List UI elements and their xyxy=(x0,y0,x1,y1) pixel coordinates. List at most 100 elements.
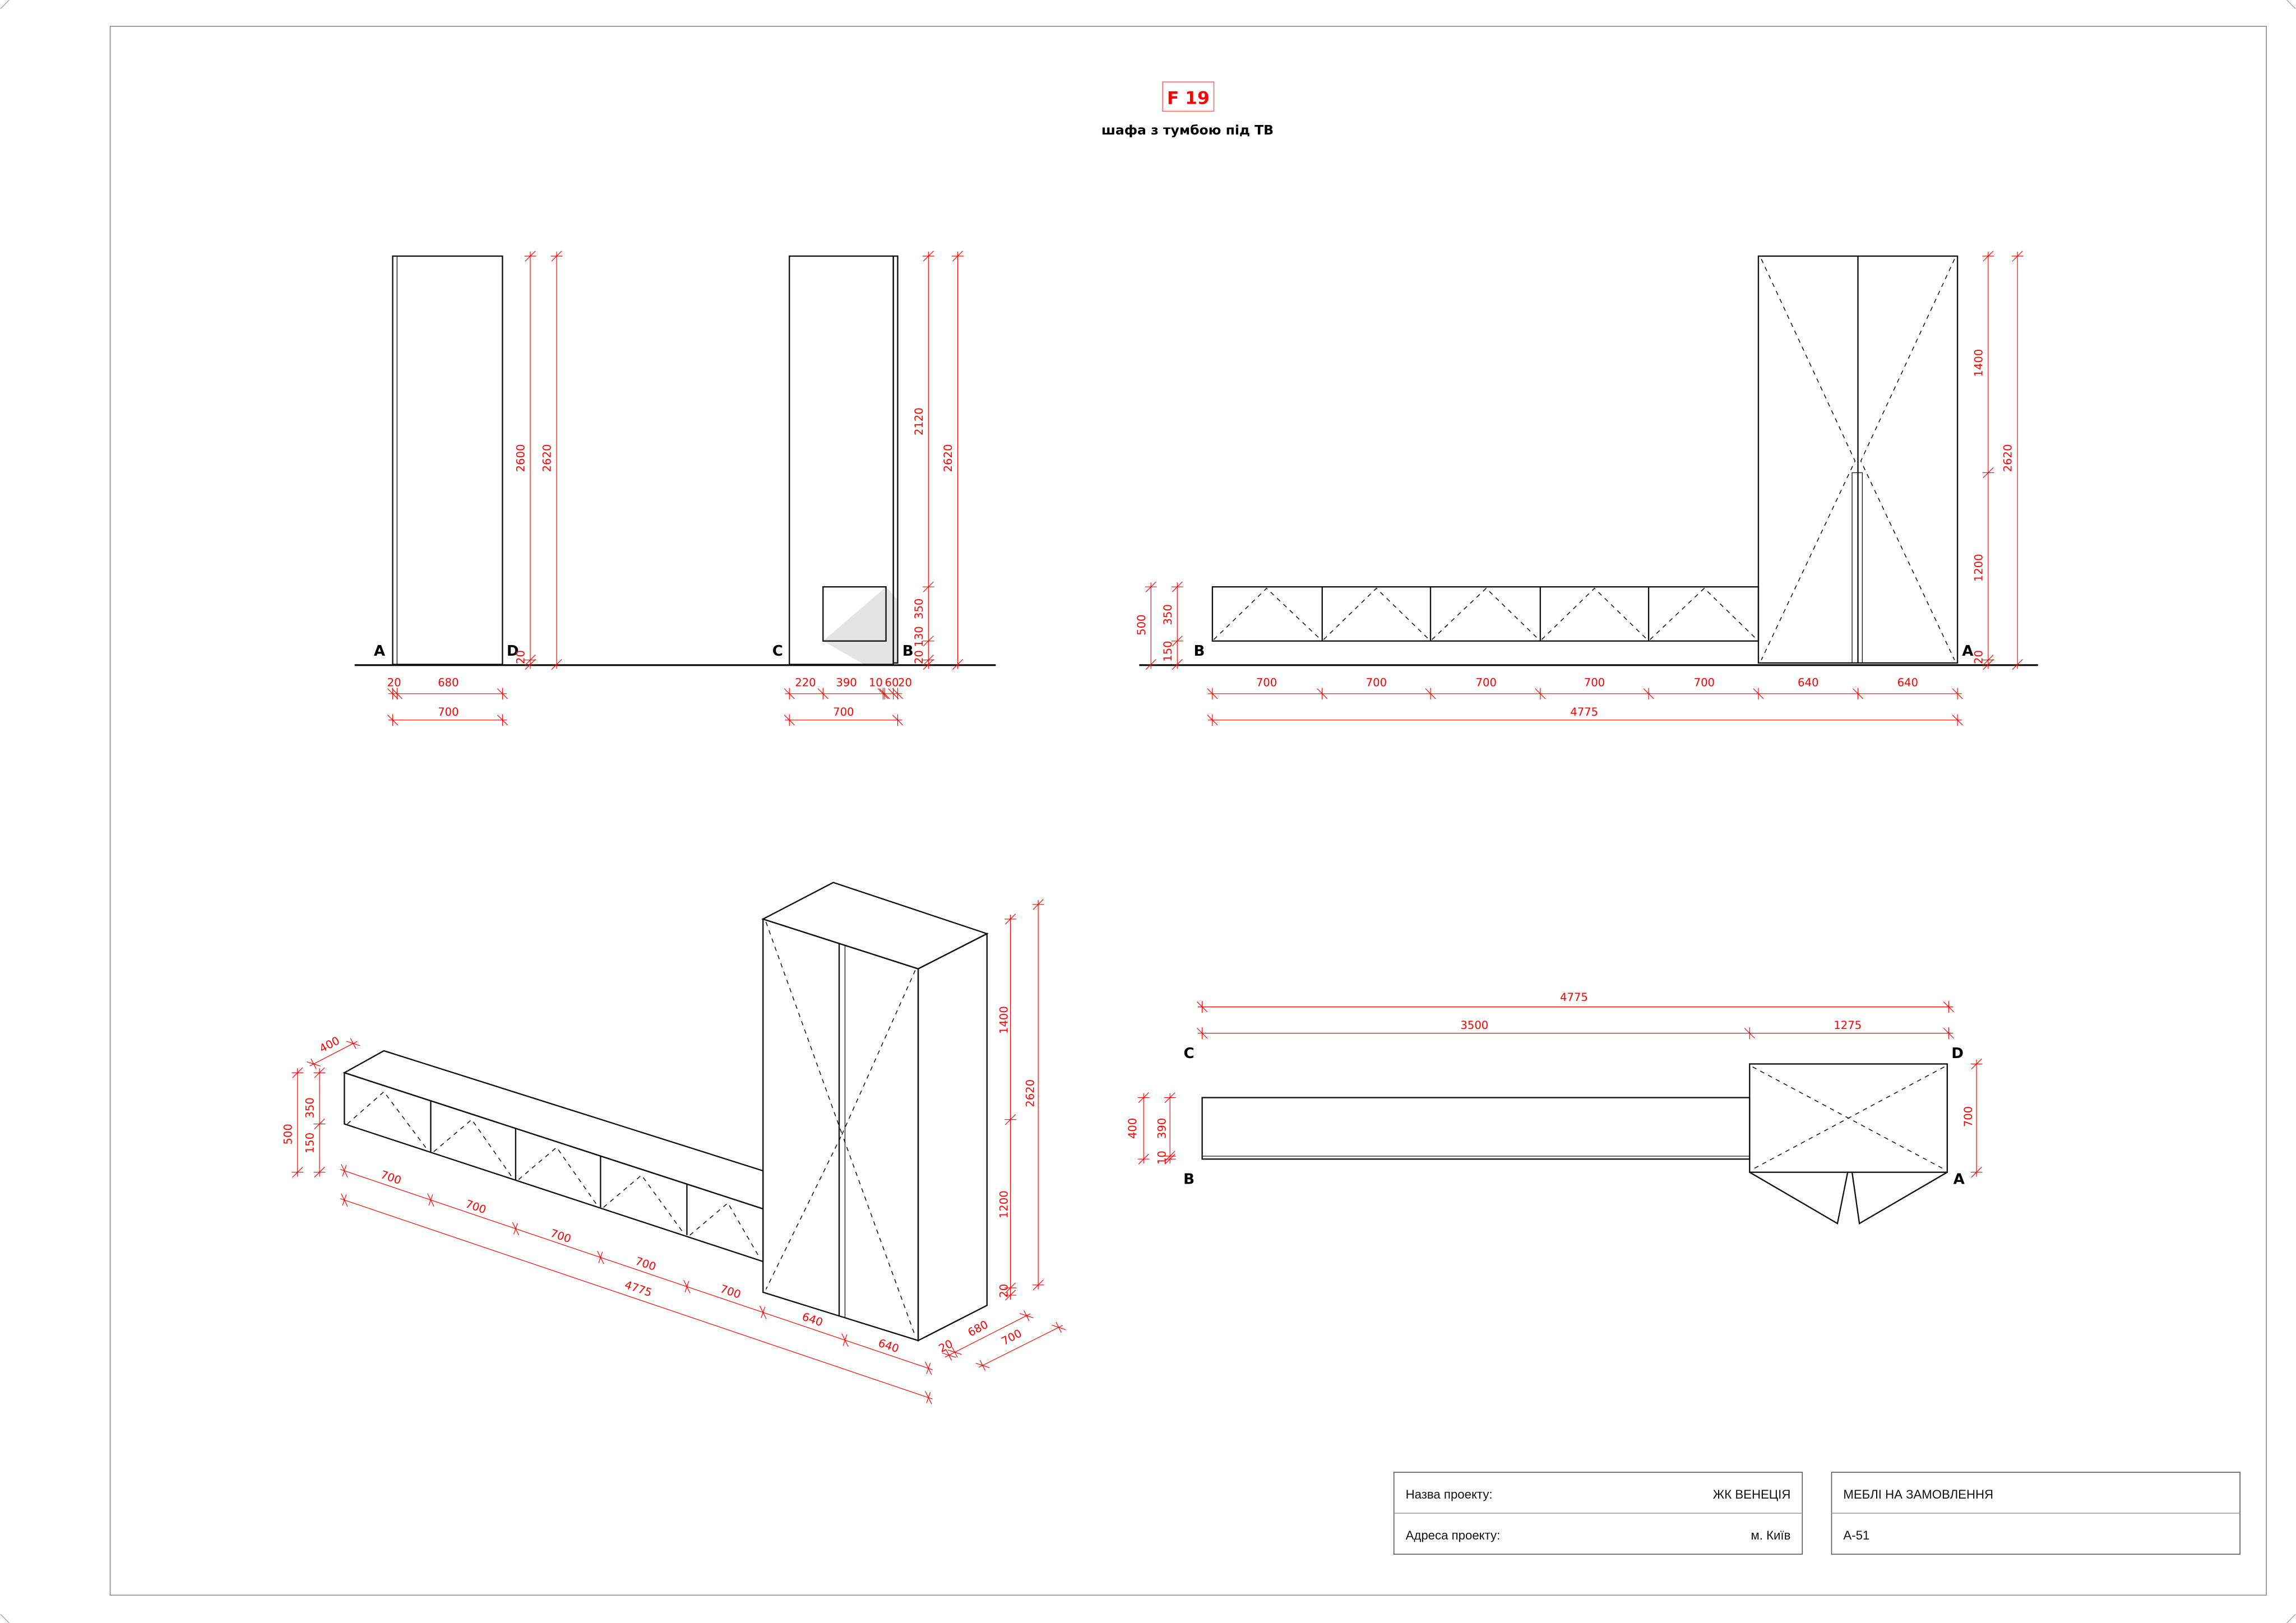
dimension-tick xyxy=(524,659,536,670)
isometric-view xyxy=(342,882,989,1342)
dimension-value: 150 xyxy=(304,1133,317,1153)
dimension-tick xyxy=(1032,1279,1044,1291)
dimension-tick xyxy=(1970,1058,1983,1070)
project-name: ЖК ВЕНЕЦІЯ xyxy=(1713,1487,1791,1501)
dimension-value: 700 xyxy=(1962,1106,1975,1127)
dimension-tick xyxy=(1032,899,1044,910)
dimension-line xyxy=(978,1325,1063,1368)
dimension-tick xyxy=(922,659,934,670)
dimension-tick xyxy=(1207,688,1218,700)
dimension-tick xyxy=(879,688,890,700)
dimension-tick xyxy=(387,688,399,700)
view-label-B: B xyxy=(902,643,914,660)
sheet-code: А-51 xyxy=(1843,1528,1869,1542)
dimension-value: 700 xyxy=(1476,676,1497,689)
dimension-tick xyxy=(524,655,536,666)
dimension-tick xyxy=(1164,1092,1176,1103)
dimension-value: 4775 xyxy=(1570,706,1598,718)
dimension-value: 2620 xyxy=(2002,444,2015,472)
dimension-value: 2120 xyxy=(913,407,925,435)
dimension-value: 1400 xyxy=(997,1006,1010,1034)
dimension-tick xyxy=(975,1360,990,1371)
dimension-tick xyxy=(512,1222,520,1236)
view-label-B: B xyxy=(1183,1171,1195,1188)
dimension-tick xyxy=(841,1333,849,1347)
dimension-tick xyxy=(550,659,563,670)
dimension-value: 20 xyxy=(913,650,925,664)
dimension-tick xyxy=(1952,688,1963,700)
dimension-tick xyxy=(1171,636,1183,647)
dimension-tick xyxy=(1197,1001,1208,1013)
dimension-tick xyxy=(1004,1290,1016,1301)
title-code-box xyxy=(1162,81,1215,112)
dimension-tick xyxy=(1744,1027,1755,1040)
dimension-value: 390 xyxy=(836,676,857,689)
view-label-B: B xyxy=(1193,643,1205,660)
dimension-line xyxy=(340,1169,933,1370)
project-address-label: Адреса проекту: xyxy=(1406,1528,1501,1542)
dimension-tick xyxy=(341,1164,348,1177)
dimension-value: 700 xyxy=(379,1168,403,1187)
view-label-D: D xyxy=(1951,1045,1964,1062)
dimension-tick xyxy=(952,659,964,670)
dimension-tick xyxy=(291,1067,304,1078)
dimension-tick xyxy=(925,1391,932,1404)
company-name: МЕБЛІ НА ЗАМОВЛЕННЯ xyxy=(1843,1487,1993,1501)
dimension-value: 60 xyxy=(885,676,899,689)
dimension-tick xyxy=(1943,1027,1954,1040)
project-name-label: Назва проекту: xyxy=(1406,1487,1493,1501)
title-code: F 19 xyxy=(1167,88,1210,108)
dimension-tick xyxy=(1171,581,1183,592)
dimension-tick xyxy=(391,688,402,700)
dimension-value: 680 xyxy=(438,676,459,689)
elevation-BA xyxy=(1211,255,1959,664)
dimension-value: 640 xyxy=(877,1337,901,1356)
dimension-tick xyxy=(877,688,888,700)
elevation-AD xyxy=(392,255,503,665)
dimension-value: 700 xyxy=(1366,676,1387,689)
view-label-C: C xyxy=(772,643,783,660)
dimension-value: 2620 xyxy=(1024,1079,1036,1107)
dimension-value: 2600 xyxy=(515,444,527,472)
dimension-tick xyxy=(925,1361,932,1375)
dimension-value: 1200 xyxy=(997,1190,1010,1218)
dimension-tick xyxy=(759,1305,767,1319)
dimension-tick xyxy=(1425,688,1436,700)
dimension-value: 3500 xyxy=(1460,1019,1488,1032)
title-block: Назва проекту: ЖК ВЕНЕЦІЯ Адреса проекту… xyxy=(1393,1472,2241,1555)
dimension-value: 700 xyxy=(999,1327,1024,1348)
dimension-value: 20 xyxy=(387,676,401,689)
dimension-tick xyxy=(313,1118,326,1130)
dimension-tick xyxy=(1982,659,1994,670)
dimension-value: 700 xyxy=(1584,676,1605,689)
title-subtitle: шафа з тумбою під ТВ xyxy=(1101,122,1274,138)
dimension-value: 500 xyxy=(281,1124,294,1144)
dimension-tick xyxy=(1643,688,1654,700)
view-label-A: A xyxy=(1954,1171,1965,1188)
dimension-tick xyxy=(2011,659,2024,670)
dimension-value: 390 xyxy=(1155,1118,1168,1139)
dimension-tick xyxy=(346,1038,360,1049)
dimension-line xyxy=(309,1041,358,1066)
dimension-value: 700 xyxy=(438,706,459,718)
dimension-tick xyxy=(922,636,934,647)
dimension-tick xyxy=(1207,714,1218,726)
dimension-value: 20 xyxy=(898,676,912,689)
dimension-tick xyxy=(341,1193,348,1207)
dimension-tick xyxy=(892,714,904,726)
dimension-value: 700 xyxy=(549,1227,573,1246)
dimension-tick xyxy=(942,1350,956,1361)
dimension-tick xyxy=(947,1347,962,1358)
dimension-tick xyxy=(1145,581,1157,592)
dimension-value: 350 xyxy=(1161,604,1174,625)
dimension-tick xyxy=(524,251,536,262)
dimension-tick xyxy=(1317,688,1328,700)
dimension-value: 350 xyxy=(304,1097,317,1118)
dimension-value: 4775 xyxy=(1560,991,1588,1004)
dimension-tick xyxy=(1164,1153,1176,1165)
dimension-tick xyxy=(1982,251,1994,262)
dimension-value: 20 xyxy=(997,1284,1010,1298)
dimension-tick xyxy=(1952,714,1963,726)
dimension-tick xyxy=(1982,467,1994,479)
